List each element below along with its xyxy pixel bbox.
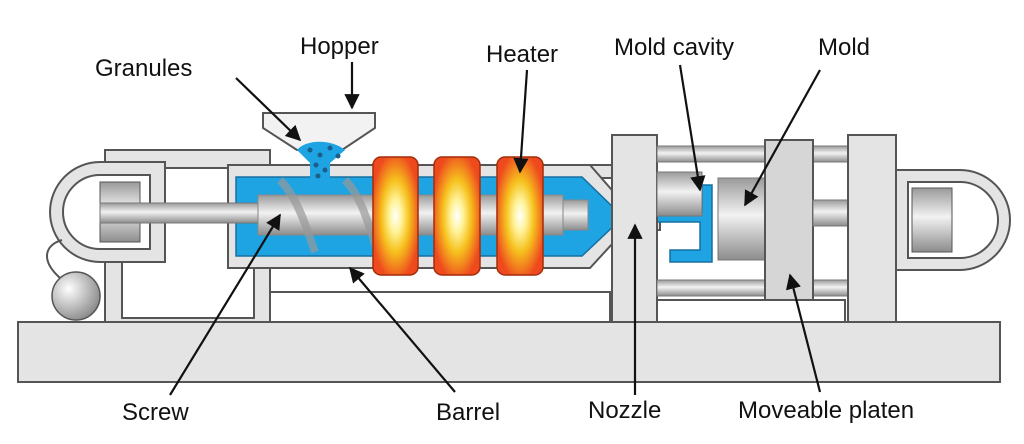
heater-band bbox=[496, 156, 544, 276]
label-granules: Granules bbox=[95, 55, 192, 82]
clamping-unit bbox=[611, 134, 1011, 323]
counterweight-ball bbox=[51, 271, 101, 321]
label-heater: Heater bbox=[486, 41, 558, 68]
label-nozzle: Nozzle bbox=[588, 397, 661, 424]
label-barrel: Barrel bbox=[436, 399, 500, 426]
heater-band bbox=[372, 156, 419, 276]
heater-bands bbox=[372, 156, 544, 276]
machine-base bbox=[17, 291, 1001, 383]
label-mold: Mold bbox=[818, 34, 870, 61]
tie-bar bbox=[656, 145, 853, 163]
tie-bar bbox=[656, 279, 853, 297]
mold-half bbox=[717, 177, 771, 261]
label-mold-cavity: Mold cavity bbox=[614, 34, 734, 61]
label-hopper: Hopper bbox=[300, 33, 379, 60]
label-moveable-platen: Moveable platen bbox=[738, 397, 914, 424]
label-screw: Screw bbox=[122, 399, 189, 426]
leader-lines bbox=[169, 62, 822, 396]
heater-band bbox=[433, 156, 481, 276]
moveable-platen bbox=[764, 139, 814, 301]
